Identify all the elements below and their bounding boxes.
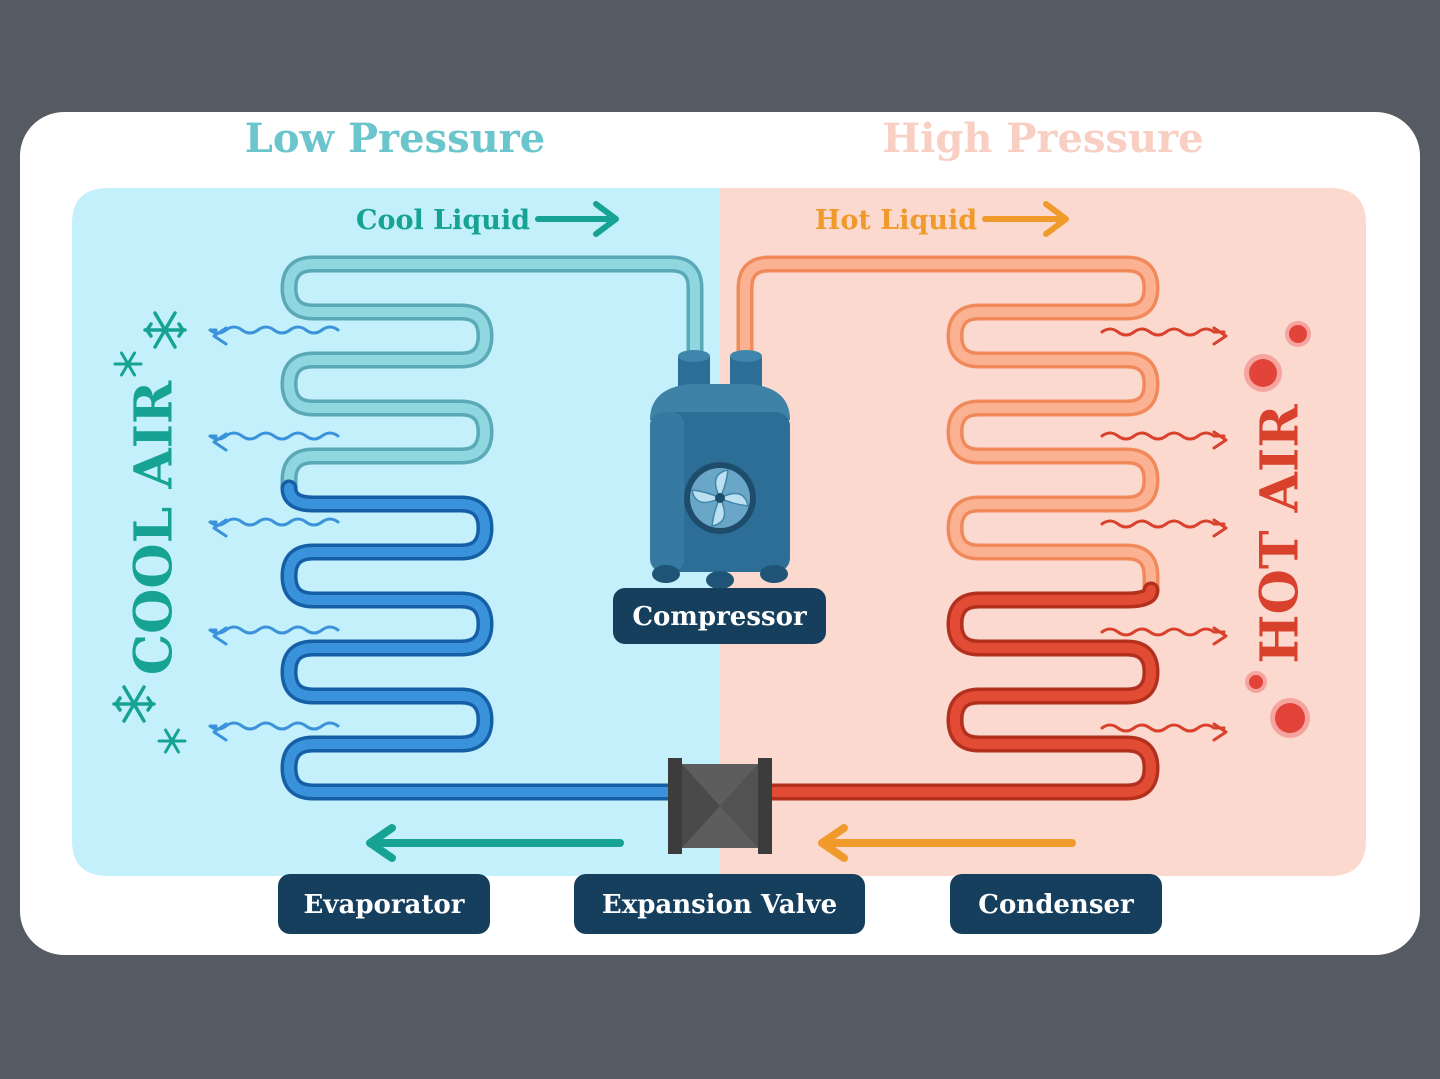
expansion-valve (668, 758, 772, 854)
condenser-coil (736, 255, 1160, 801)
snowflake-icon (112, 685, 156, 723)
arrow-left-icon (366, 824, 624, 862)
svg-text:Evaporator: Evaporator (304, 890, 465, 920)
evaporator-label: Evaporator (278, 874, 490, 934)
condenser-label: Condenser (950, 874, 1162, 934)
high-pressure-header: High Pressure (882, 115, 1203, 162)
wave-arrow-icon (208, 431, 340, 452)
low-pressure-header: Low Pressure (245, 115, 545, 162)
snowflake-icon (143, 311, 187, 349)
wave-arrow-icon (1100, 326, 1228, 346)
wave-arrow-icon (1100, 430, 1228, 450)
wave-arrow-icon (208, 517, 340, 538)
svg-text:Expansion Valve: Expansion Valve (602, 890, 837, 920)
evaporator-coil (280, 255, 704, 801)
snowflake-icon (113, 351, 143, 377)
snowflake-icon (157, 728, 187, 754)
hot-air-waves (1100, 326, 1228, 742)
svg-text:Compressor: Compressor (632, 602, 807, 632)
arrow-right-icon (535, 201, 619, 237)
arrow-right-icon (982, 201, 1069, 237)
low-pressure-panel (72, 188, 720, 876)
cool-air-waves (208, 325, 340, 742)
wave-arrow-icon (208, 721, 340, 742)
heat-dot-icon (1285, 321, 1311, 347)
heat-dot-icon (1270, 698, 1310, 738)
high-pressure-panel (720, 188, 1366, 876)
compressor-unit (650, 350, 790, 589)
arrow-left-icon (818, 824, 1076, 862)
heat-dot-icon (1244, 354, 1282, 392)
expansion-valve-label: Expansion Valve (574, 874, 865, 934)
wave-arrow-icon (208, 625, 340, 646)
fan-icon (684, 462, 756, 534)
cool-liquid-label: Cool Liquid (356, 205, 530, 236)
heat-dot-icon (1245, 671, 1267, 693)
wave-arrow-icon (1100, 722, 1228, 742)
wave-arrow-icon (1100, 518, 1228, 538)
wave-arrow-icon (208, 325, 340, 346)
cool-air-label: COOL AIR (124, 380, 185, 675)
hot-air-label: HOT AIR (1250, 404, 1311, 664)
hot-liquid-label: Hot Liquid (815, 205, 977, 236)
svg-text:Condenser: Condenser (978, 890, 1134, 920)
wave-arrow-icon (1100, 626, 1228, 646)
compressor-label: Compressor (613, 588, 826, 644)
